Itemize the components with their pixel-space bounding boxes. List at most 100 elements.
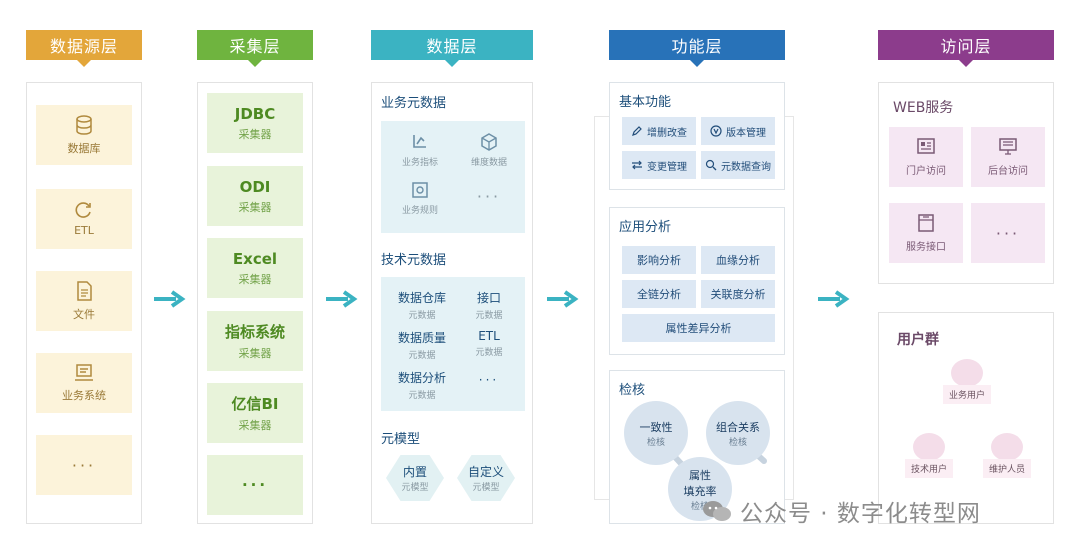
data-layer-panel: 业务元数据 业务指标 维度数据 业务规则 ··· 技术元数据 数据仓库 元数据 …	[371, 82, 533, 524]
check-item-title: 组合关系	[716, 420, 760, 434]
check-title: 检核	[619, 383, 646, 398]
tech-item-subtitle: 元数据	[475, 311, 503, 321]
web-item-more: ···	[971, 203, 1045, 263]
user-business: 业务用户	[935, 359, 999, 404]
header-access-layer: 访问层	[878, 30, 1054, 67]
source-item-etl: ETL	[36, 189, 132, 249]
business-metadata-box: 业务指标 维度数据 业务规则 ···	[381, 121, 525, 233]
tech-item-interface: 接口 元数据	[461, 289, 517, 321]
header-source-layer: 数据源层	[26, 30, 142, 67]
analysis-title: 应用分析	[619, 220, 672, 235]
collector-title: Excel	[232, 249, 278, 268]
collector-odi: ODI 采集器	[207, 166, 303, 226]
business-item-rule: 业务规则	[395, 181, 445, 216]
collect-layer-panel: JDBC 采集器 ODI 采集器 Excel 采集器 指标系统 采集器 亿信BI…	[197, 82, 313, 524]
source-item-more: ···	[36, 435, 132, 495]
tech-item-title: 数据分析	[397, 371, 446, 385]
meta-model-title: 元模型	[381, 432, 421, 447]
check-item-title: 一致性	[639, 420, 673, 434]
basic-item-version: 版本管理	[701, 117, 775, 145]
header-data-layer: 数据层	[371, 30, 533, 67]
tech-item-title: 数据仓库	[397, 291, 446, 305]
header-function-layer: 功能层	[609, 30, 785, 67]
meta-model-sub: 元模型	[472, 483, 500, 493]
collector-title: ODI	[239, 177, 271, 196]
tech-item-analysis: 数据分析 元数据	[389, 369, 455, 401]
api-icon	[918, 213, 934, 232]
check-item-title: 属性	[689, 468, 711, 482]
collector-esen-bi: 亿信BI 采集器	[207, 383, 303, 443]
source-item-database: 数据库	[36, 105, 132, 165]
tech-item-subtitle: 元数据	[408, 391, 436, 401]
collector-subtitle: 采集器	[238, 347, 272, 360]
version-icon	[710, 125, 722, 137]
business-metadata-title: 业务元数据	[381, 96, 447, 111]
basic-item-label: 元数据查询	[721, 161, 771, 173]
analysis-item-relevance: 关联度分析	[701, 280, 775, 308]
user-group-box: 用户群 业务用户 技术用户 维护人员	[878, 312, 1054, 524]
analysis-item-attribute-diff: 属性差异分析	[622, 314, 775, 342]
business-item-label: 业务指标	[401, 158, 438, 168]
source-item-label: 数据库	[67, 141, 101, 155]
arrow-right-icon	[326, 290, 358, 308]
user-technical: 技术用户	[897, 433, 961, 478]
basic-item-change: 变更管理	[622, 151, 696, 179]
edit-icon	[632, 126, 642, 136]
system-icon	[75, 363, 93, 381]
business-item-metric: 业务指标	[395, 133, 445, 168]
person-icon	[991, 433, 1023, 461]
user-label: 业务用户	[942, 385, 991, 404]
person-icon	[913, 433, 945, 461]
wechat-icon	[703, 501, 731, 521]
collector-subtitle: 采集器	[238, 127, 272, 141]
source-item-file: 文件	[36, 271, 132, 331]
tech-item-title: ···	[478, 373, 500, 387]
collector-metric-system: 指标系统 采集器	[207, 311, 303, 371]
check-item-sub: 检核	[690, 501, 709, 512]
tech-item-title: ETL	[478, 329, 500, 343]
basic-item-query: 元数据查询	[701, 151, 775, 179]
check-item-sub: 检核	[728, 437, 747, 448]
web-service-box: WEB服务 门户访问 后台访问 服务接口 ···	[878, 82, 1054, 284]
user-label: 技术用户	[904, 459, 953, 478]
check-item-consistency: 一致性 检核	[624, 401, 688, 465]
tech-item-subtitle: 元数据	[408, 351, 436, 361]
meta-model-label: 内置	[402, 465, 427, 479]
source-item-label: 业务系统	[62, 388, 106, 402]
meta-model-sub: 元模型	[401, 483, 429, 493]
watermark-text: 公众号 · 数字化转型网	[740, 501, 981, 527]
collector-title: 亿信BI	[231, 395, 279, 413]
tech-metadata-box: 数据仓库 元数据 接口 元数据 数据质量 元数据 ETL 元数据 数据分析 元数…	[381, 277, 525, 411]
check-item-sub: 检核	[646, 437, 665, 448]
collector-excel: Excel 采集器	[207, 238, 303, 298]
dimension-icon	[481, 133, 497, 151]
basic-function-box: 基本功能 增删改查 版本管理 变更管理 元数据查询	[609, 82, 785, 190]
analysis-item-impact: 影响分析	[622, 246, 696, 274]
collector-more: ···	[207, 455, 303, 515]
web-item-api: 服务接口	[889, 203, 963, 263]
monitor-icon	[999, 137, 1017, 155]
file-icon	[77, 280, 92, 301]
web-item-portal: 门户访问	[889, 127, 963, 187]
basic-item-crud: 增删改查	[622, 117, 696, 145]
watermark: 公众号 · 数字化转型网	[702, 494, 981, 528]
basic-item-label: 变更管理	[647, 161, 687, 173]
meta-model-custom: 自定义 元模型	[457, 455, 515, 501]
collector-title: 指标系统	[224, 323, 285, 341]
check-box: 检核 一致性 检核 组合关系 检核 属性 填充率 检核	[609, 370, 785, 524]
source-layer-panel: 数据库 ETL 文件 业务系统 ···	[26, 82, 142, 524]
business-item-label: ···	[476, 187, 502, 206]
web-item-label: 门户访问	[906, 165, 946, 177]
web-item-label: 后台访问	[988, 165, 1028, 177]
collector-jdbc: JDBC 采集器	[207, 93, 303, 153]
source-item-business-system: 业务系统	[36, 353, 132, 413]
metric-icon	[413, 135, 426, 148]
collector-title: JDBC	[234, 104, 276, 123]
collector-subtitle: 采集器	[238, 419, 272, 432]
tech-item-title: 接口	[476, 291, 501, 305]
web-service-title: WEB服务	[893, 100, 954, 116]
source-item-label: ETL	[74, 224, 94, 237]
tech-item-subtitle: 元数据	[475, 348, 503, 358]
arrow-right-icon	[818, 290, 850, 308]
tech-item-subtitle: 元数据	[408, 311, 436, 321]
